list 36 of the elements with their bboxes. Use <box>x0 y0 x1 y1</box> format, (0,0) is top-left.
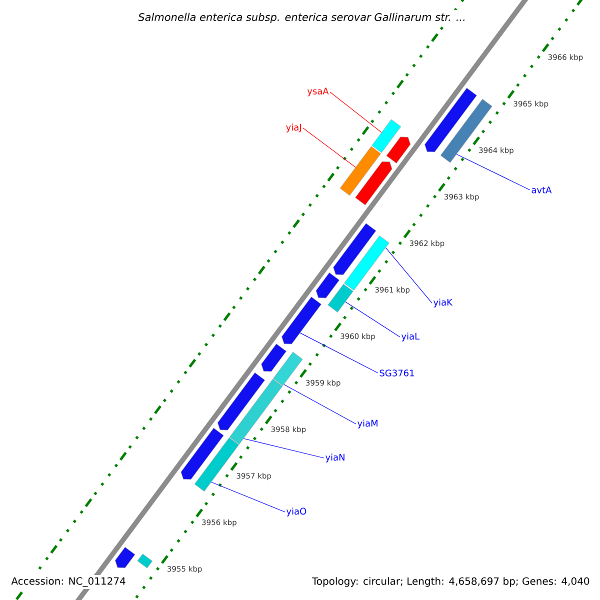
title: Salmonella enterica subsp. enterica serovar Gallinarum str. ... <box>135 10 469 26</box>
leader-line <box>300 332 378 374</box>
gene-feature <box>316 272 340 298</box>
gene-feature <box>340 146 382 196</box>
gene-label: yiaM <box>357 420 378 428</box>
gene-feature <box>114 546 136 568</box>
gene-feature <box>282 296 322 344</box>
gene-feature <box>328 284 354 312</box>
leader-line <box>330 92 382 133</box>
accession-text: Accession: NC_011274 <box>9 575 128 589</box>
gene-label: yiaO <box>286 508 306 516</box>
gene-feature <box>355 161 392 206</box>
leader-line <box>284 384 356 424</box>
leader-line <box>456 154 530 190</box>
gene-feature <box>372 119 402 153</box>
leader-line <box>345 302 400 338</box>
gene-feature <box>333 223 376 275</box>
gene-feature <box>180 428 224 480</box>
gene-label: yiaK <box>433 298 453 308</box>
leader-line <box>302 128 356 168</box>
gene-feature <box>424 88 477 152</box>
gene-label: yiaN <box>325 454 344 462</box>
gene-label: yiaL <box>401 332 420 342</box>
gene-feature <box>137 554 152 568</box>
gene-label: ysaA <box>307 88 329 96</box>
leader-line <box>243 438 324 458</box>
leader-line <box>211 482 286 512</box>
gene-label: yiaJ <box>286 124 301 132</box>
leader-line <box>385 247 432 304</box>
summary-text: Topology: circular; Length: 4,658,697 bp; Genes: 4,040 <box>310 575 592 589</box>
gene-feature <box>217 372 266 430</box>
gene-label: avtA <box>532 186 552 194</box>
gene-feature <box>261 344 286 372</box>
gene-feature <box>273 352 303 386</box>
gene-feature <box>386 136 411 164</box>
gene-label: SG3761 <box>380 370 414 376</box>
